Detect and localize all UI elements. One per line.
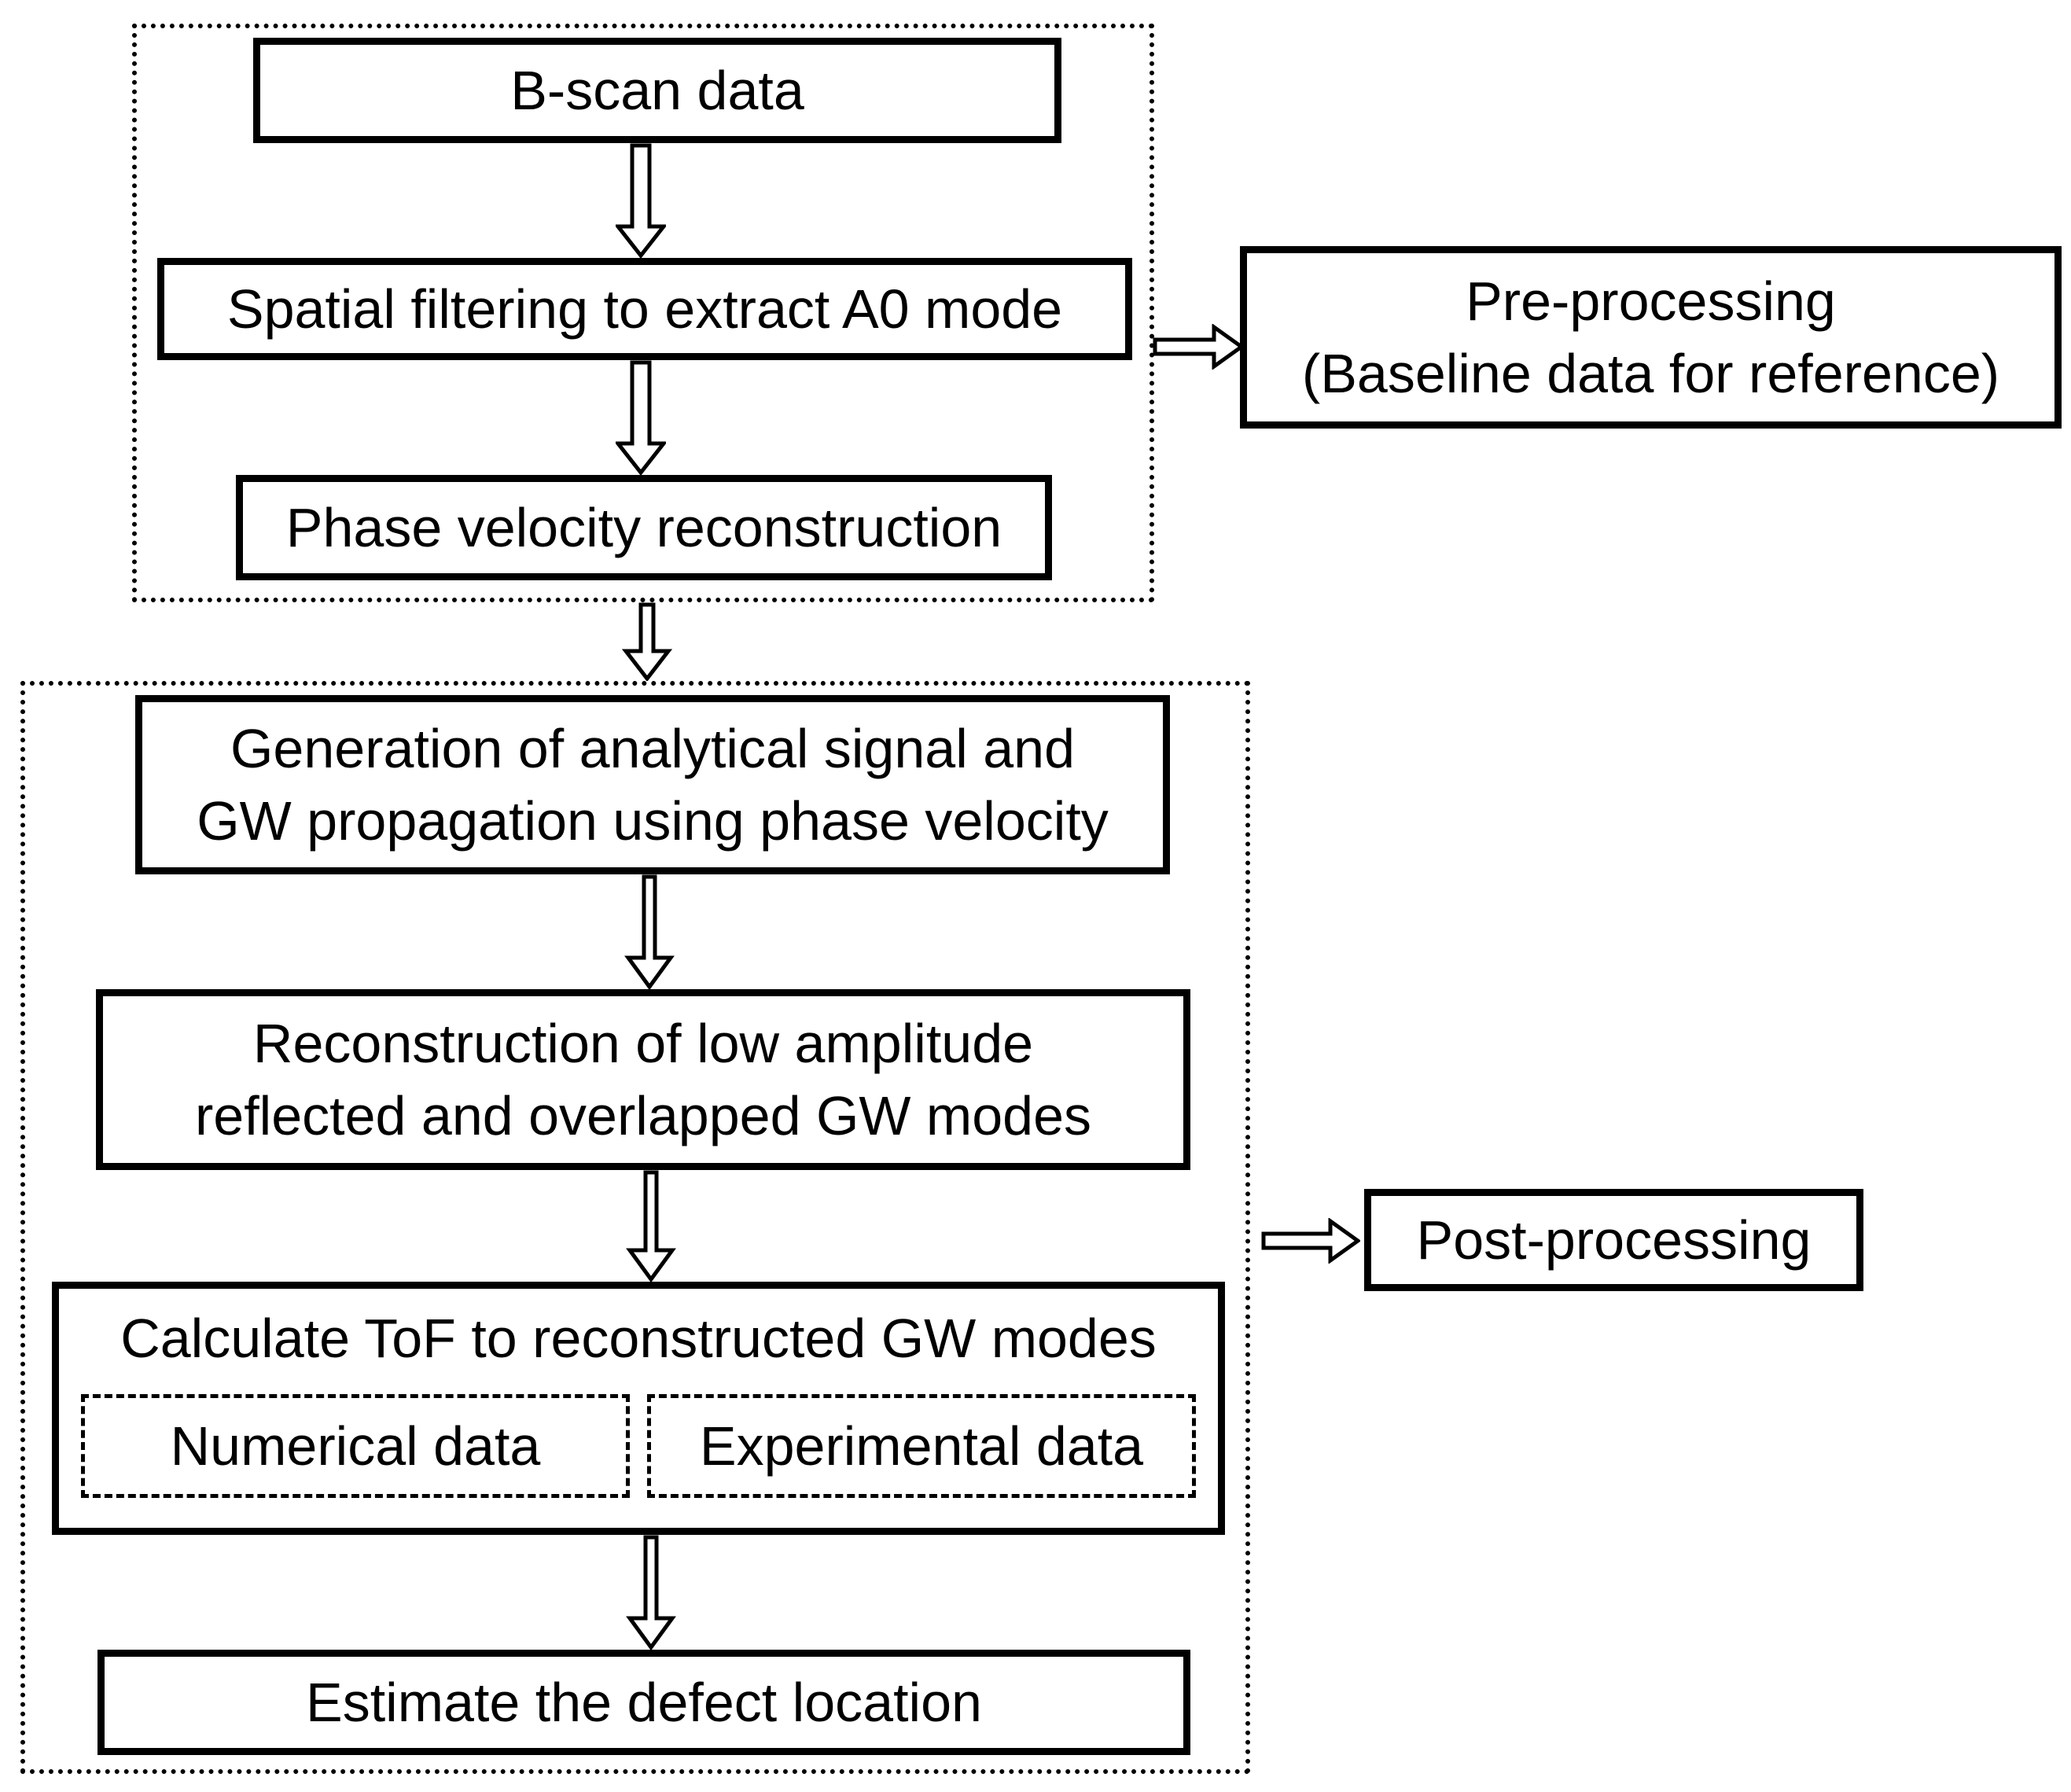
down-arrow-icon — [626, 1535, 676, 1650]
reconstruction-line2: reflected and overlapped GW modes — [194, 1085, 1092, 1146]
bscan-data-box: B-scan data — [253, 38, 1061, 143]
bscan-data-label: B-scan data — [510, 59, 804, 121]
generation-analytical-signal-box: Generation of analytical signal and GW p… — [135, 695, 1170, 874]
post-processing-box: Post-processing — [1364, 1189, 1863, 1291]
generation-line2: GW propagation using phase velocity — [197, 790, 1109, 852]
right-arrow-icon — [1261, 1218, 1360, 1264]
spatial-filtering-label: Spatial filtering to extract A0 mode — [226, 278, 1063, 340]
experimental-data-label: Experimental data — [699, 1415, 1144, 1477]
pre-processing-group-outline — [132, 24, 1154, 602]
down-arrow-icon — [624, 874, 675, 989]
pre-processing-box: Pre-processing (Baseline data for refere… — [1240, 246, 2062, 429]
estimate-defect-label: Estimate the defect location — [306, 1671, 982, 1733]
reconstruction-line1: Reconstruction of low amplitude — [252, 1012, 1034, 1074]
calculate-tof-box: Calculate ToF to reconstructed GW modes … — [52, 1282, 1225, 1535]
calculate-tof-title: Calculate ToF to reconstructed GW modes — [120, 1307, 1157, 1369]
experimental-data-box: Experimental data — [647, 1394, 1196, 1498]
post-processing-group-outline — [20, 681, 1250, 1774]
data-sources-row: Numerical data Experimental data — [81, 1394, 1196, 1498]
numerical-data-label: Numerical data — [170, 1415, 541, 1477]
pre-processing-title: Pre-processing — [1466, 270, 1836, 332]
phase-velocity-box: Phase velocity reconstruction — [236, 475, 1052, 580]
numerical-data-box: Numerical data — [81, 1394, 630, 1498]
spatial-filtering-box: Spatial filtering to extract A0 mode — [157, 258, 1132, 360]
right-arrow-icon — [1153, 324, 1244, 370]
reconstruction-gw-modes-box: Reconstruction of low amplitude reflecte… — [96, 989, 1190, 1170]
generation-line1: Generation of analytical signal and — [230, 717, 1076, 779]
down-arrow-icon — [622, 602, 672, 681]
phase-velocity-label: Phase velocity reconstruction — [285, 496, 1002, 558]
post-processing-label: Post-processing — [1416, 1209, 1812, 1271]
down-arrow-icon — [616, 143, 666, 258]
pre-processing-subtitle: (Baseline data for reference) — [1301, 343, 2000, 404]
estimate-defect-location-box: Estimate the defect location — [97, 1650, 1190, 1755]
down-arrow-icon — [626, 1170, 676, 1282]
down-arrow-icon — [616, 360, 666, 475]
